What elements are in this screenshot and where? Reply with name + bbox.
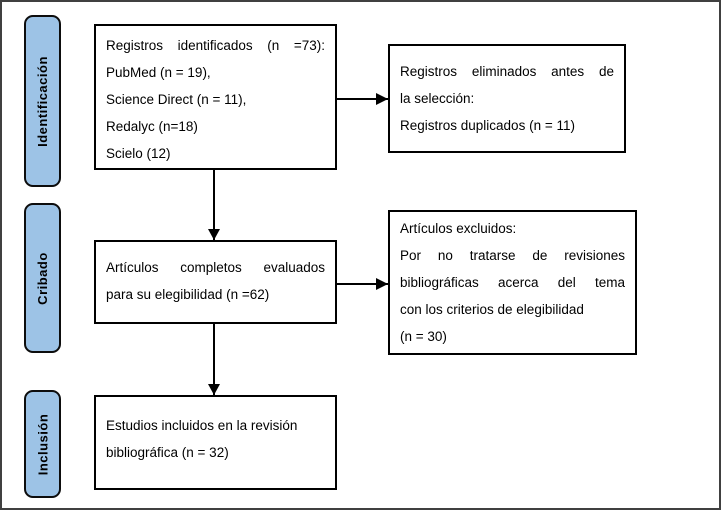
box-records-removed: Registros eliminados antes de la selecci… — [388, 44, 626, 153]
box-line: Scielo (12) — [106, 146, 171, 161]
box-line: Por no tratarse de revisiones — [400, 248, 625, 263]
arrow-identified-to-removed — [337, 93, 388, 105]
box-line: para su elegibilidad (n =62) — [106, 287, 270, 302]
box-records-identified: Registros identificados (n =73): PubMed … — [94, 24, 337, 170]
box-line: la selección: — [400, 91, 475, 106]
box-line: Science Direct (n = 11), — [106, 92, 247, 107]
box-line: (n = 30) — [400, 329, 447, 344]
box-articles-assessed: Artículos completos evaluados para su el… — [94, 240, 337, 324]
box-line: Estudios incluidos en la revisión — [106, 418, 298, 433]
stage-label-inclusion: Inclusión — [35, 413, 50, 475]
stage-pill-cribado: Cribado — [24, 203, 61, 353]
arrow-assessed-to-excluded — [337, 278, 388, 290]
stage-pill-inclusion: Inclusión — [24, 390, 61, 498]
box-line: Artículos completos evaluados — [106, 260, 325, 275]
stage-pill-identificacion: Identificación — [24, 15, 61, 187]
box-studies-included: Estudios incluidos en la revisión biblio… — [94, 395, 337, 490]
stage-label-identificacion: Identificación — [35, 55, 51, 147]
box-line: Artículos excluidos: — [400, 221, 517, 236]
box-line: Registros eliminados antes de — [400, 64, 614, 79]
box-line: Registros identificados (n =73): — [106, 38, 325, 53]
box-articles-excluded: Artículos excluidos: Por no tratarse de … — [388, 210, 637, 355]
arrow-identified-to-assessed — [208, 170, 220, 240]
box-line: Registros duplicados (n = 11) — [400, 118, 575, 133]
box-line: Redalyc (n=18) — [106, 119, 198, 134]
stage-label-cribado: Cribado — [35, 251, 50, 305]
box-line: PubMed (n = 19), — [106, 65, 211, 80]
arrow-assessed-to-included — [208, 324, 220, 395]
box-line: bibliográfica (n = 32) — [106, 445, 229, 460]
box-line: con los criterios de elegibilidad — [400, 302, 584, 317]
box-line: bibliográficas acerca del tema — [400, 275, 625, 290]
